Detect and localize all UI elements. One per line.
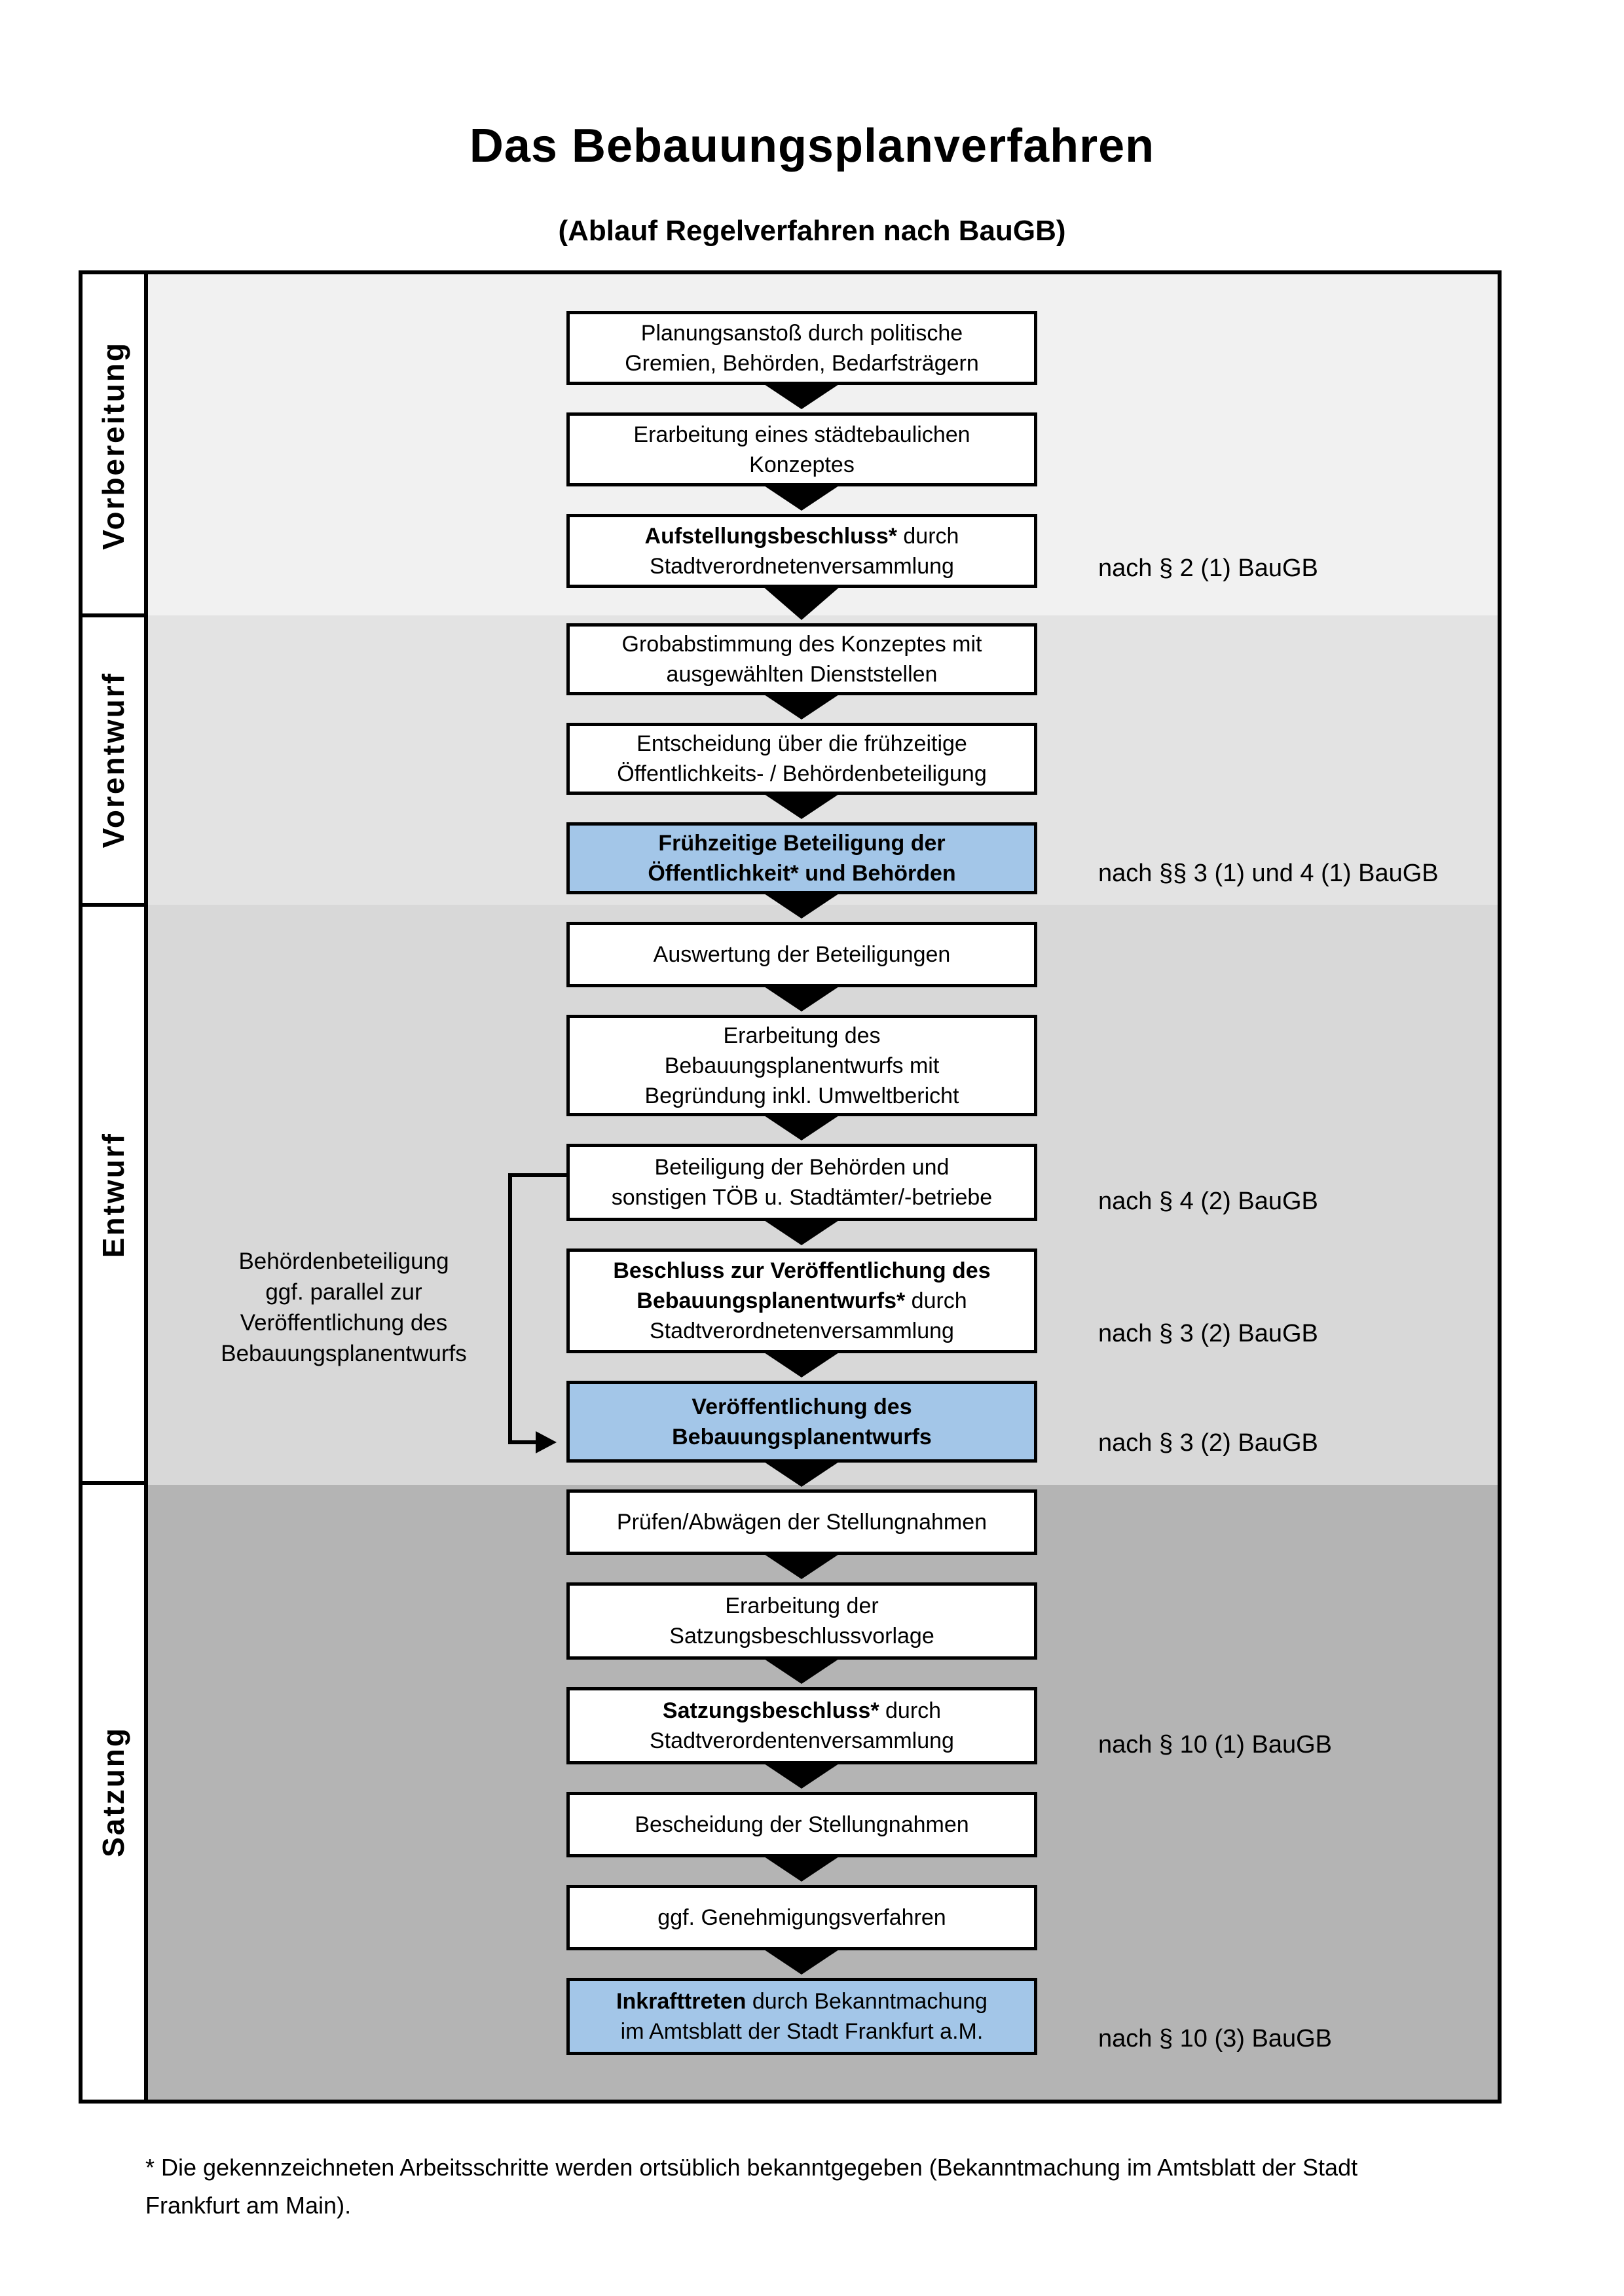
step-bescheidung: Bescheidung der Stellungnahmen bbox=[566, 1792, 1037, 1857]
down-arrow-icon bbox=[762, 1553, 841, 1579]
down-arrow-icon bbox=[762, 693, 841, 720]
phase-label-entwurf: Entwurf bbox=[96, 1131, 130, 1258]
down-arrow-icon bbox=[762, 985, 841, 1011]
right-arrow-icon bbox=[536, 1431, 557, 1453]
down-arrow-icon bbox=[762, 484, 841, 511]
down-arrow-icon bbox=[762, 383, 841, 409]
phase-label-vorbereitung: Vorbereitung bbox=[96, 340, 130, 550]
down-arrow-icon bbox=[762, 892, 841, 919]
footnote: * Die gekennzeichneten Arbeitsschritte w… bbox=[145, 2154, 1358, 2219]
legal-reference: nach §§ 3 (1) und 4 (1) BauGB bbox=[1098, 860, 1439, 887]
page-title: Das Bebauungsplanverfahren bbox=[469, 120, 1155, 172]
parallel-connector-line bbox=[508, 1173, 512, 1443]
phase-label-satzung: Satzung bbox=[96, 1726, 130, 1857]
down-arrow-icon bbox=[762, 586, 841, 620]
legal-reference: nach § 3 (2) BauGB bbox=[1098, 1429, 1318, 1457]
parallel-connector-line bbox=[508, 1440, 537, 1444]
step-genehmigungsverfahren: ggf. Genehmigungsverfahren bbox=[566, 1885, 1037, 1950]
section-separator bbox=[83, 613, 144, 617]
down-arrow-icon bbox=[762, 1461, 841, 1487]
legal-reference: nach § 10 (3) BauGB bbox=[1098, 2025, 1332, 2052]
down-arrow-icon bbox=[762, 1855, 841, 1882]
down-arrow-icon bbox=[762, 1762, 841, 1789]
phase-label-vorentwurf: Vorentwurf bbox=[96, 672, 130, 848]
down-arrow-icon bbox=[762, 1114, 841, 1140]
legal-reference: nach § 2 (1) BauGB bbox=[1098, 555, 1318, 582]
section-separator bbox=[83, 1481, 144, 1485]
diagram-frame bbox=[79, 270, 1502, 2104]
label-column-divider bbox=[144, 274, 148, 2100]
down-arrow-icon bbox=[762, 1219, 841, 1245]
page-subtitle: (Ablauf Regelverfahren nach BauGB) bbox=[558, 215, 1066, 247]
down-arrow-icon bbox=[762, 793, 841, 819]
down-arrow-icon bbox=[762, 1658, 841, 1684]
step-pruefen-abwaegen: Prüfen/Abwägen der Stellungnahmen bbox=[566, 1489, 1037, 1555]
parallel-connector-line bbox=[508, 1173, 566, 1177]
down-arrow-icon bbox=[762, 1948, 841, 1975]
down-arrow-icon bbox=[762, 1351, 841, 1377]
step-auswertung: Auswertung der Beteiligungen bbox=[566, 922, 1037, 987]
section-separator bbox=[83, 903, 144, 907]
legal-reference: nach § 3 (2) BauGB bbox=[1098, 1320, 1318, 1347]
legal-reference: nach § 10 (1) BauGB bbox=[1098, 1731, 1332, 1758]
legal-reference: nach § 4 (2) BauGB bbox=[1098, 1188, 1318, 1215]
